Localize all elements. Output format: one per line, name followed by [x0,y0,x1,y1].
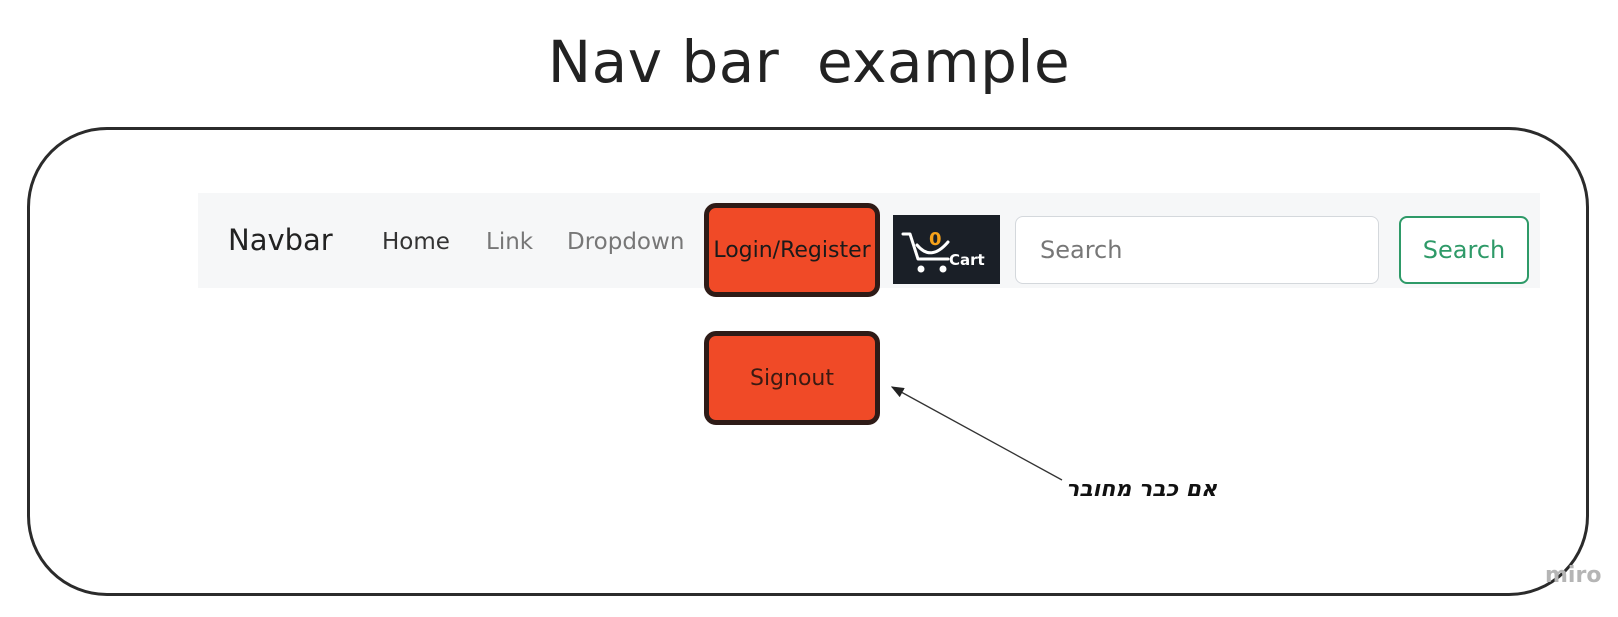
miro-watermark: miro [1545,563,1602,588]
cart-count-badge: 0 [929,229,942,250]
mockup-frame [27,127,1589,596]
navbar-brand[interactable]: Navbar [228,223,333,257]
nav-link-dropdown[interactable]: Dropdown [567,229,685,255]
signout-button[interactable]: Signout [704,331,880,425]
login-register-label: Login/Register [713,237,871,263]
cart-label: Cart [949,251,985,269]
cart-icon [901,232,950,273]
diagram-title: Nav bar example [547,28,1071,96]
nav-link-link[interactable]: Link [486,229,534,255]
search-input[interactable] [1015,216,1379,284]
login-register-button[interactable]: Login/Register [704,203,880,297]
nav-link-home[interactable]: Home [382,229,450,255]
cart-button[interactable]: 0 Cart [893,215,1000,284]
search-button[interactable]: Search [1399,216,1529,284]
signout-label: Signout [749,365,834,391]
annotation-note: אם כבר מחובר [1066,477,1218,502]
